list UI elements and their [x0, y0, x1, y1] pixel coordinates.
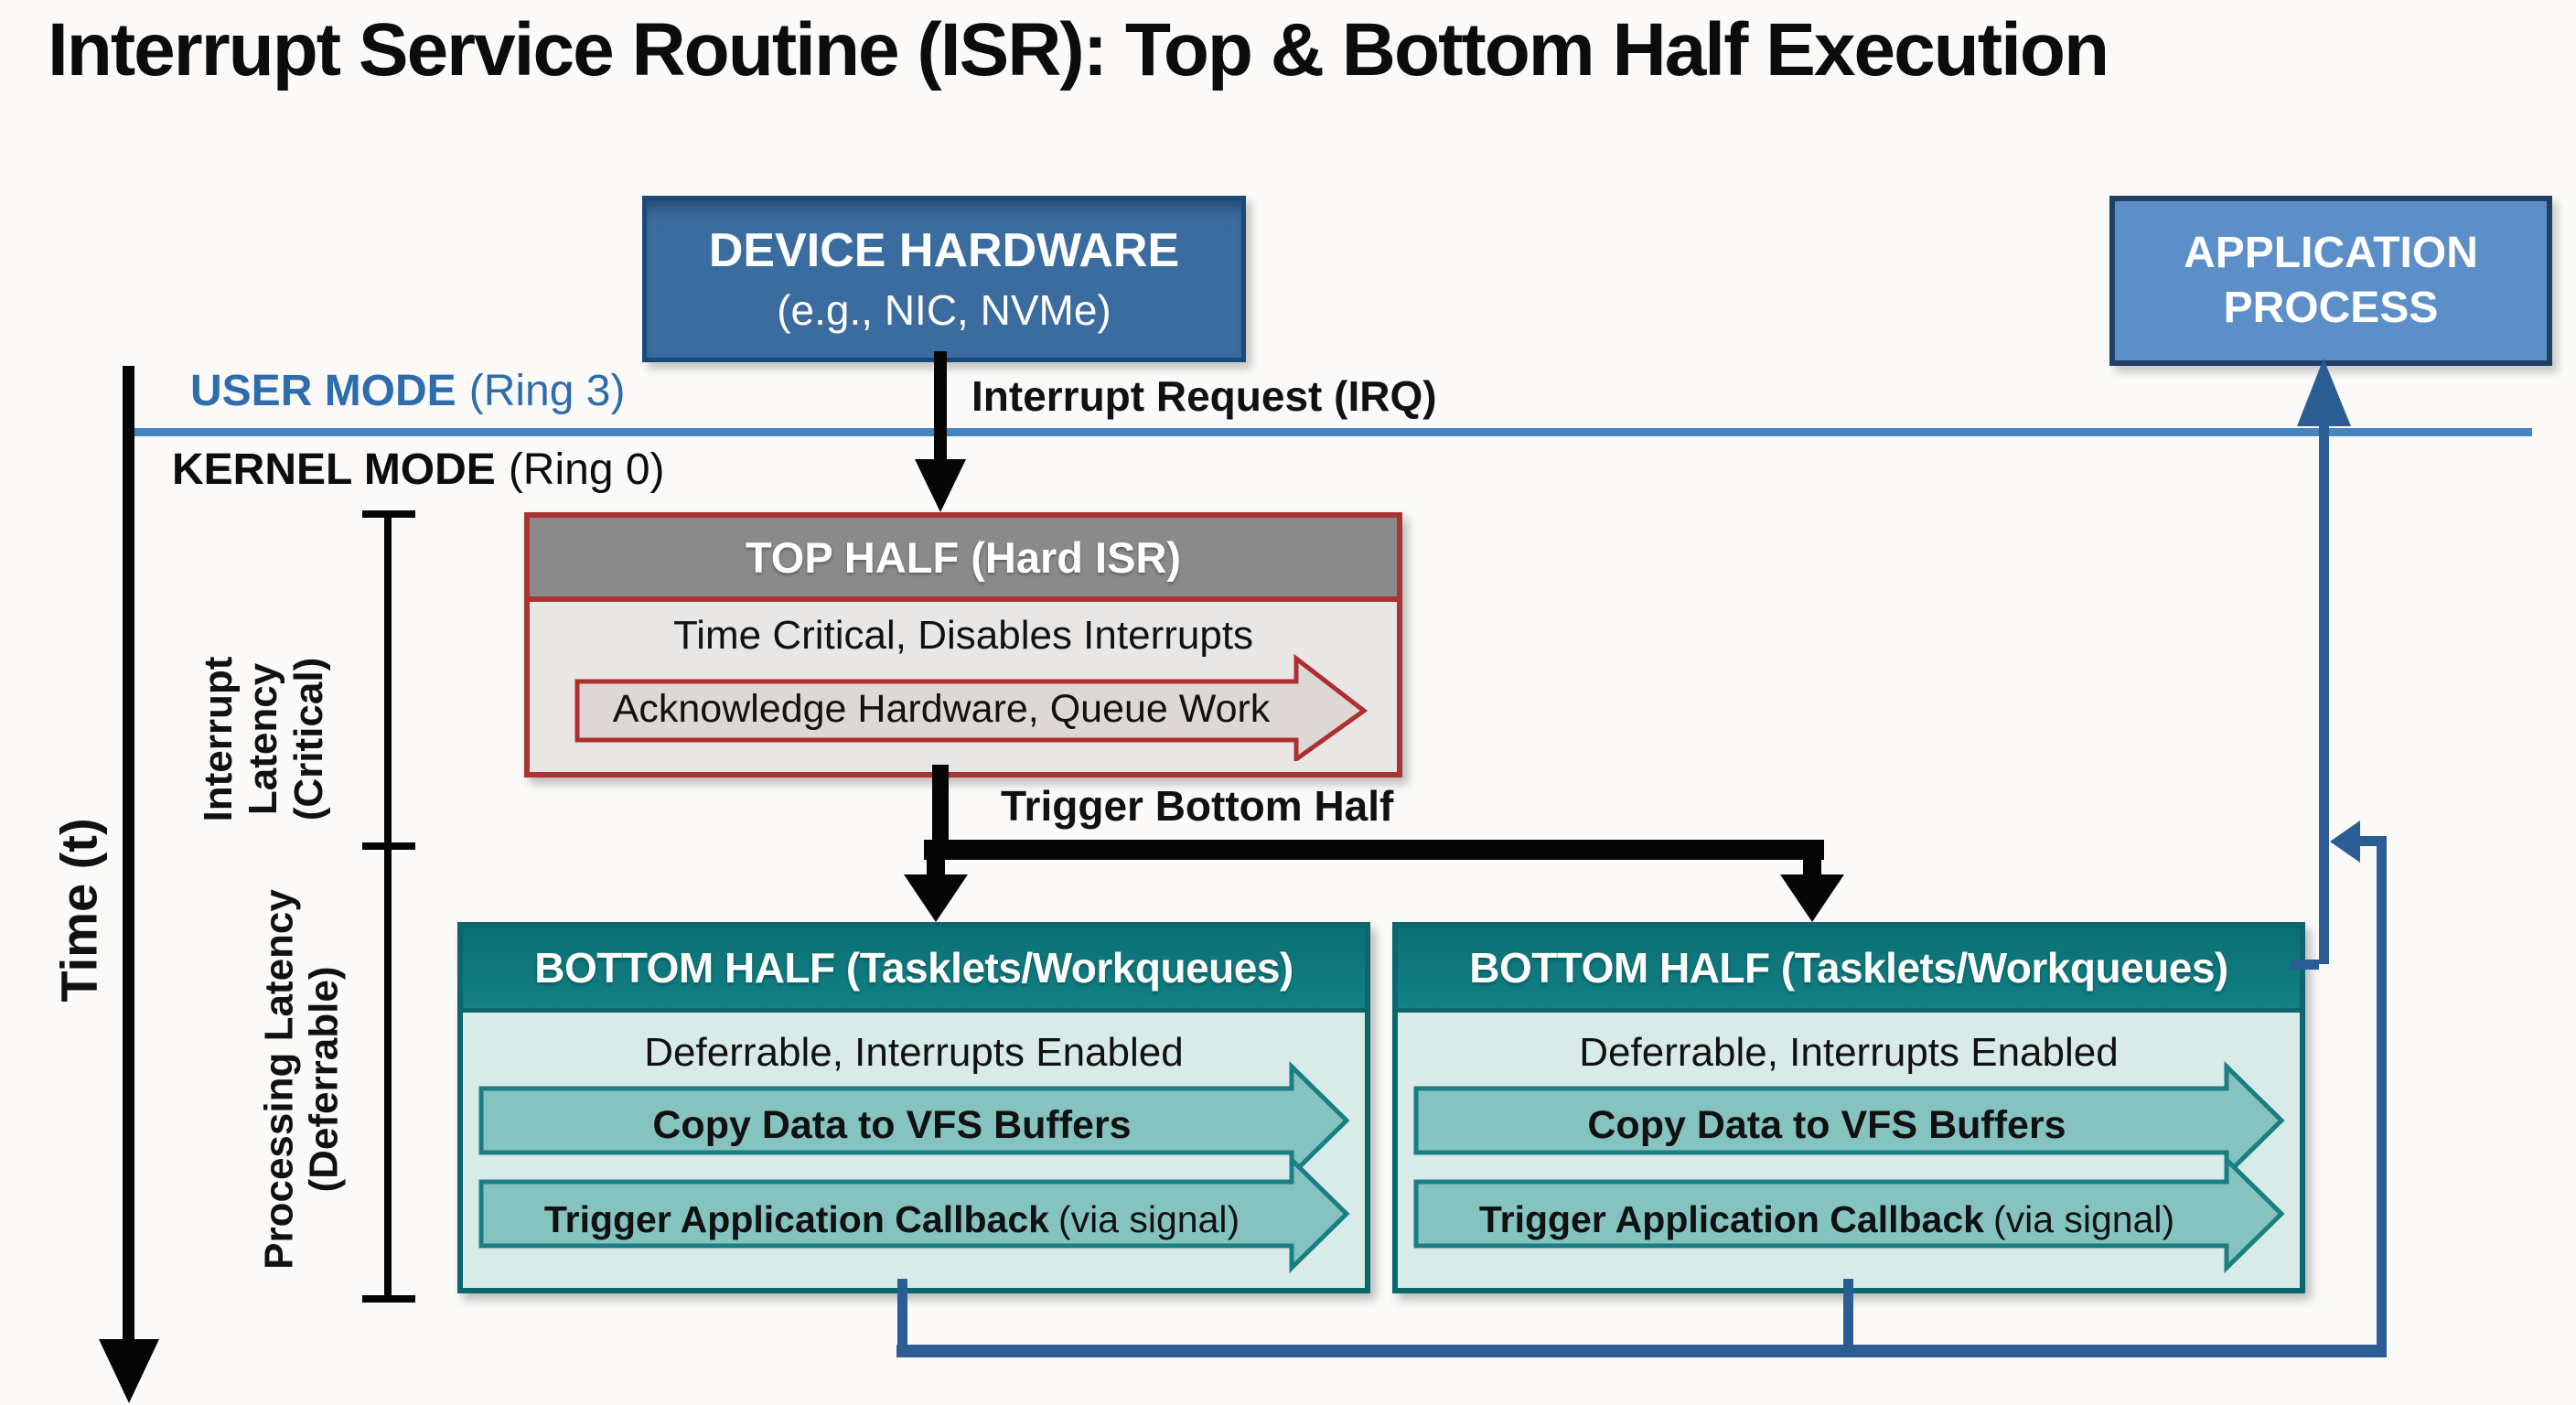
bottom-half-box-left: BOTTOM HALF (Tasklets/Workqueues) Deferr… [457, 922, 1370, 1293]
kernel-mode-text: KERNEL MODE [172, 445, 496, 494]
irq-label: Interrupt Request (IRQ) [971, 372, 1437, 420]
top-half-subtitle: Time Critical, Disables Interrupts [672, 613, 1254, 658]
trigger-callback-note: (via signal) [1992, 1198, 2175, 1240]
mode-divider-line [123, 428, 2532, 436]
trigger-bottom-half-label: Trigger Bottom Half [1001, 782, 1394, 830]
trigger-callback-action: Trigger Application Callback(via signal) [487, 1198, 1297, 1241]
application-process-line2: PROCESS [2223, 284, 2439, 332]
copy-data-action: Copy Data to VFS Buffers [1587, 1103, 2066, 1147]
kernel-mode-ring: (Ring 0) [508, 445, 665, 494]
processing-latency-label: Processing Latency (Deferrable) [256, 889, 347, 1270]
trigger-callback-action: Trigger Application Callback(via signal) [1422, 1198, 2232, 1241]
bottom-half-subtitle: Deferrable, Interrupts Enabled [644, 1030, 1184, 1075]
latency-bracket [362, 510, 415, 1303]
bottom-half-arrows-icon [1413, 1061, 2285, 1273]
top-half-header: TOP HALF (Hard ISR) [530, 518, 1397, 602]
user-mode-ring: (Ring 3) [468, 367, 626, 415]
top-half-box: TOP HALF (Hard ISR) Time Critical, Disab… [524, 512, 1402, 778]
application-process-line1: APPLICATION [2184, 229, 2478, 277]
top-half-action: Acknowledge Hardware, Queue Work [612, 687, 1271, 731]
trigger-callback-note: (via signal) [1057, 1198, 1240, 1240]
user-mode-label: USER MODE(Ring 3) [190, 366, 625, 416]
trigger-callback-bold: Trigger Application Callback [543, 1198, 1049, 1240]
bottom-half-arrows-icon [478, 1061, 1350, 1273]
page-title: Interrupt Service Routine (ISR): Top & B… [48, 8, 2109, 91]
user-mode-text: USER MODE [190, 367, 456, 415]
kernel-mode-label: KERNEL MODE(Ring 0) [172, 445, 665, 495]
bottom-half-box-right: BOTTOM HALF (Tasklets/Workqueues) Deferr… [1392, 922, 2305, 1293]
interrupt-latency-label: Interrupt Latency (Critical) [196, 656, 331, 822]
application-process-box: APPLICATION PROCESS [2109, 196, 2552, 366]
bottom-half-header: BOTTOM HALF (Tasklets/Workqueues) [463, 928, 1365, 1013]
device-hardware-title: DEVICE HARDWARE [708, 224, 1180, 277]
trigger-callback-bold: Trigger Application Callback [1478, 1198, 1984, 1240]
device-hardware-box: DEVICE HARDWARE (e.g., NIC, NVMe) [642, 196, 1246, 362]
device-hardware-examples: (e.g., NIC, NVMe) [777, 286, 1111, 334]
bottom-half-subtitle: Deferrable, Interrupts Enabled [1579, 1030, 2119, 1075]
copy-data-action: Copy Data to VFS Buffers [652, 1103, 1132, 1147]
acknowledge-arrow-icon [574, 653, 1368, 761]
irq-arrow [915, 351, 966, 512]
time-axis-label: Time (t) [49, 818, 108, 1003]
bottom-half-header: BOTTOM HALF (Tasklets/Workqueues) [1398, 928, 2300, 1013]
